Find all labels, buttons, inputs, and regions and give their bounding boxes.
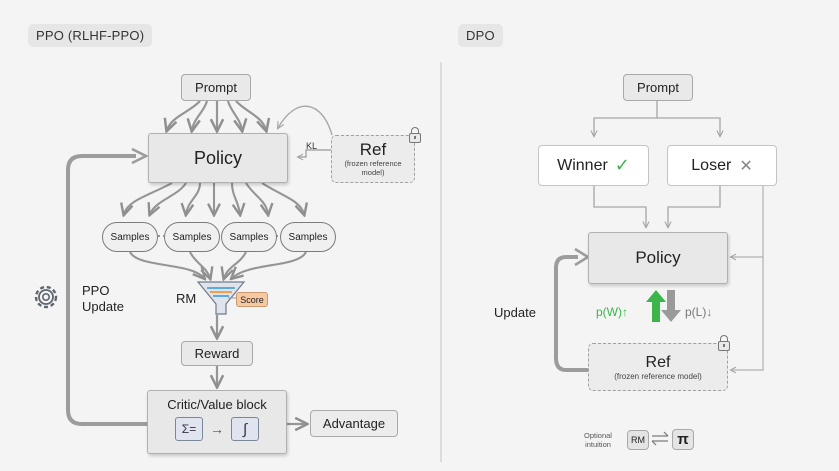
dpo-ref-box: Ref (frozen reference model): [588, 343, 728, 391]
dpo-ref-subtitle: (frozen reference model): [614, 372, 702, 381]
critic-title: Critic/Value block: [167, 397, 267, 412]
rm-funnel-icon: [196, 281, 246, 315]
ppo-policy-box: Policy: [148, 133, 288, 183]
ppo-update-loop: [66, 154, 147, 426]
green-up-arrow-icon: [646, 290, 666, 322]
ppo-ref-title: Ref: [359, 140, 387, 159]
optional-intuition-label: Optional intuition: [584, 431, 612, 449]
prompt-to-policy-arrows: [167, 100, 266, 130]
critic-inner-arrow: →: [210, 421, 224, 437]
winner-box: Winner ✓: [538, 145, 649, 186]
gear-icon: [34, 285, 58, 309]
pw-label: p(W)↑: [596, 305, 628, 319]
sample-cloud-3: Samples: [221, 222, 277, 252]
loser-to-ref-line: [731, 257, 764, 370]
pi-mini-box: π: [672, 429, 694, 450]
sample-cloud-1: Samples: [102, 222, 158, 252]
dpo-policy-box: Policy: [588, 232, 728, 284]
rm-mini-box: RM: [627, 430, 649, 450]
sample-cloud-4: Samples: [280, 222, 336, 252]
kl-connector: [298, 149, 331, 157]
checkmark-icon: ✓: [614, 155, 630, 175]
critic-symbols: Σ= → ∫: [175, 417, 259, 441]
reward-box: Reward: [181, 341, 253, 366]
policy-to-samples-arrows: [124, 182, 304, 214]
pl-label: p(L)↓: [685, 305, 713, 319]
dpo-pair-to-policy-arrows: [593, 186, 721, 227]
loser-box: Loser ✕: [667, 145, 777, 186]
gray-down-arrow-icon: [661, 290, 681, 322]
dpo-prompt-box: Prompt: [623, 74, 693, 101]
loser-to-policy-line: [731, 186, 764, 257]
rm-label: RM: [176, 291, 197, 306]
score-badge: Score: [236, 292, 268, 307]
cross-icon: ✕: [739, 157, 753, 175]
advantage-box: Advantage: [310, 410, 398, 437]
rm-pi-exchange-icon: [651, 431, 669, 446]
ppo-ref-box: Ref (frozen reference model): [331, 135, 415, 183]
dpo-update-loop: [554, 255, 588, 372]
ref-to-policy-curve: [278, 105, 333, 136]
loser-label: Loser: [691, 156, 732, 174]
dpo-update-label: Update: [494, 305, 536, 320]
dpo-ref-lock-icon: [718, 335, 730, 351]
sum-symbol-box: Σ=: [175, 417, 203, 441]
critic-value-block: Critic/Value block Σ= → ∫: [147, 390, 287, 454]
dpo-prompt-split-arrows: [594, 101, 720, 136]
samples-to-rm-arrows: [129, 251, 307, 278]
ppo-update-arrowhead: [131, 147, 149, 165]
ppo-header: PPO (RLHF-PPO): [28, 24, 153, 47]
ppo-ref-lock-icon: [409, 127, 421, 143]
sample-cloud-2: Samples: [164, 222, 220, 252]
ppo-ref-subtitle: (frozen reference model): [344, 159, 402, 177]
integral-symbol-box: ∫: [231, 417, 259, 441]
dpo-header: DPO: [458, 24, 503, 47]
dpo-ref-title: Ref: [645, 354, 671, 371]
winner-label: Winner: [557, 156, 608, 174]
ppo-prompt-box: Prompt: [181, 74, 251, 101]
kl-label: KL: [306, 141, 318, 151]
ppo-update-label: PPO Update: [82, 283, 124, 314]
